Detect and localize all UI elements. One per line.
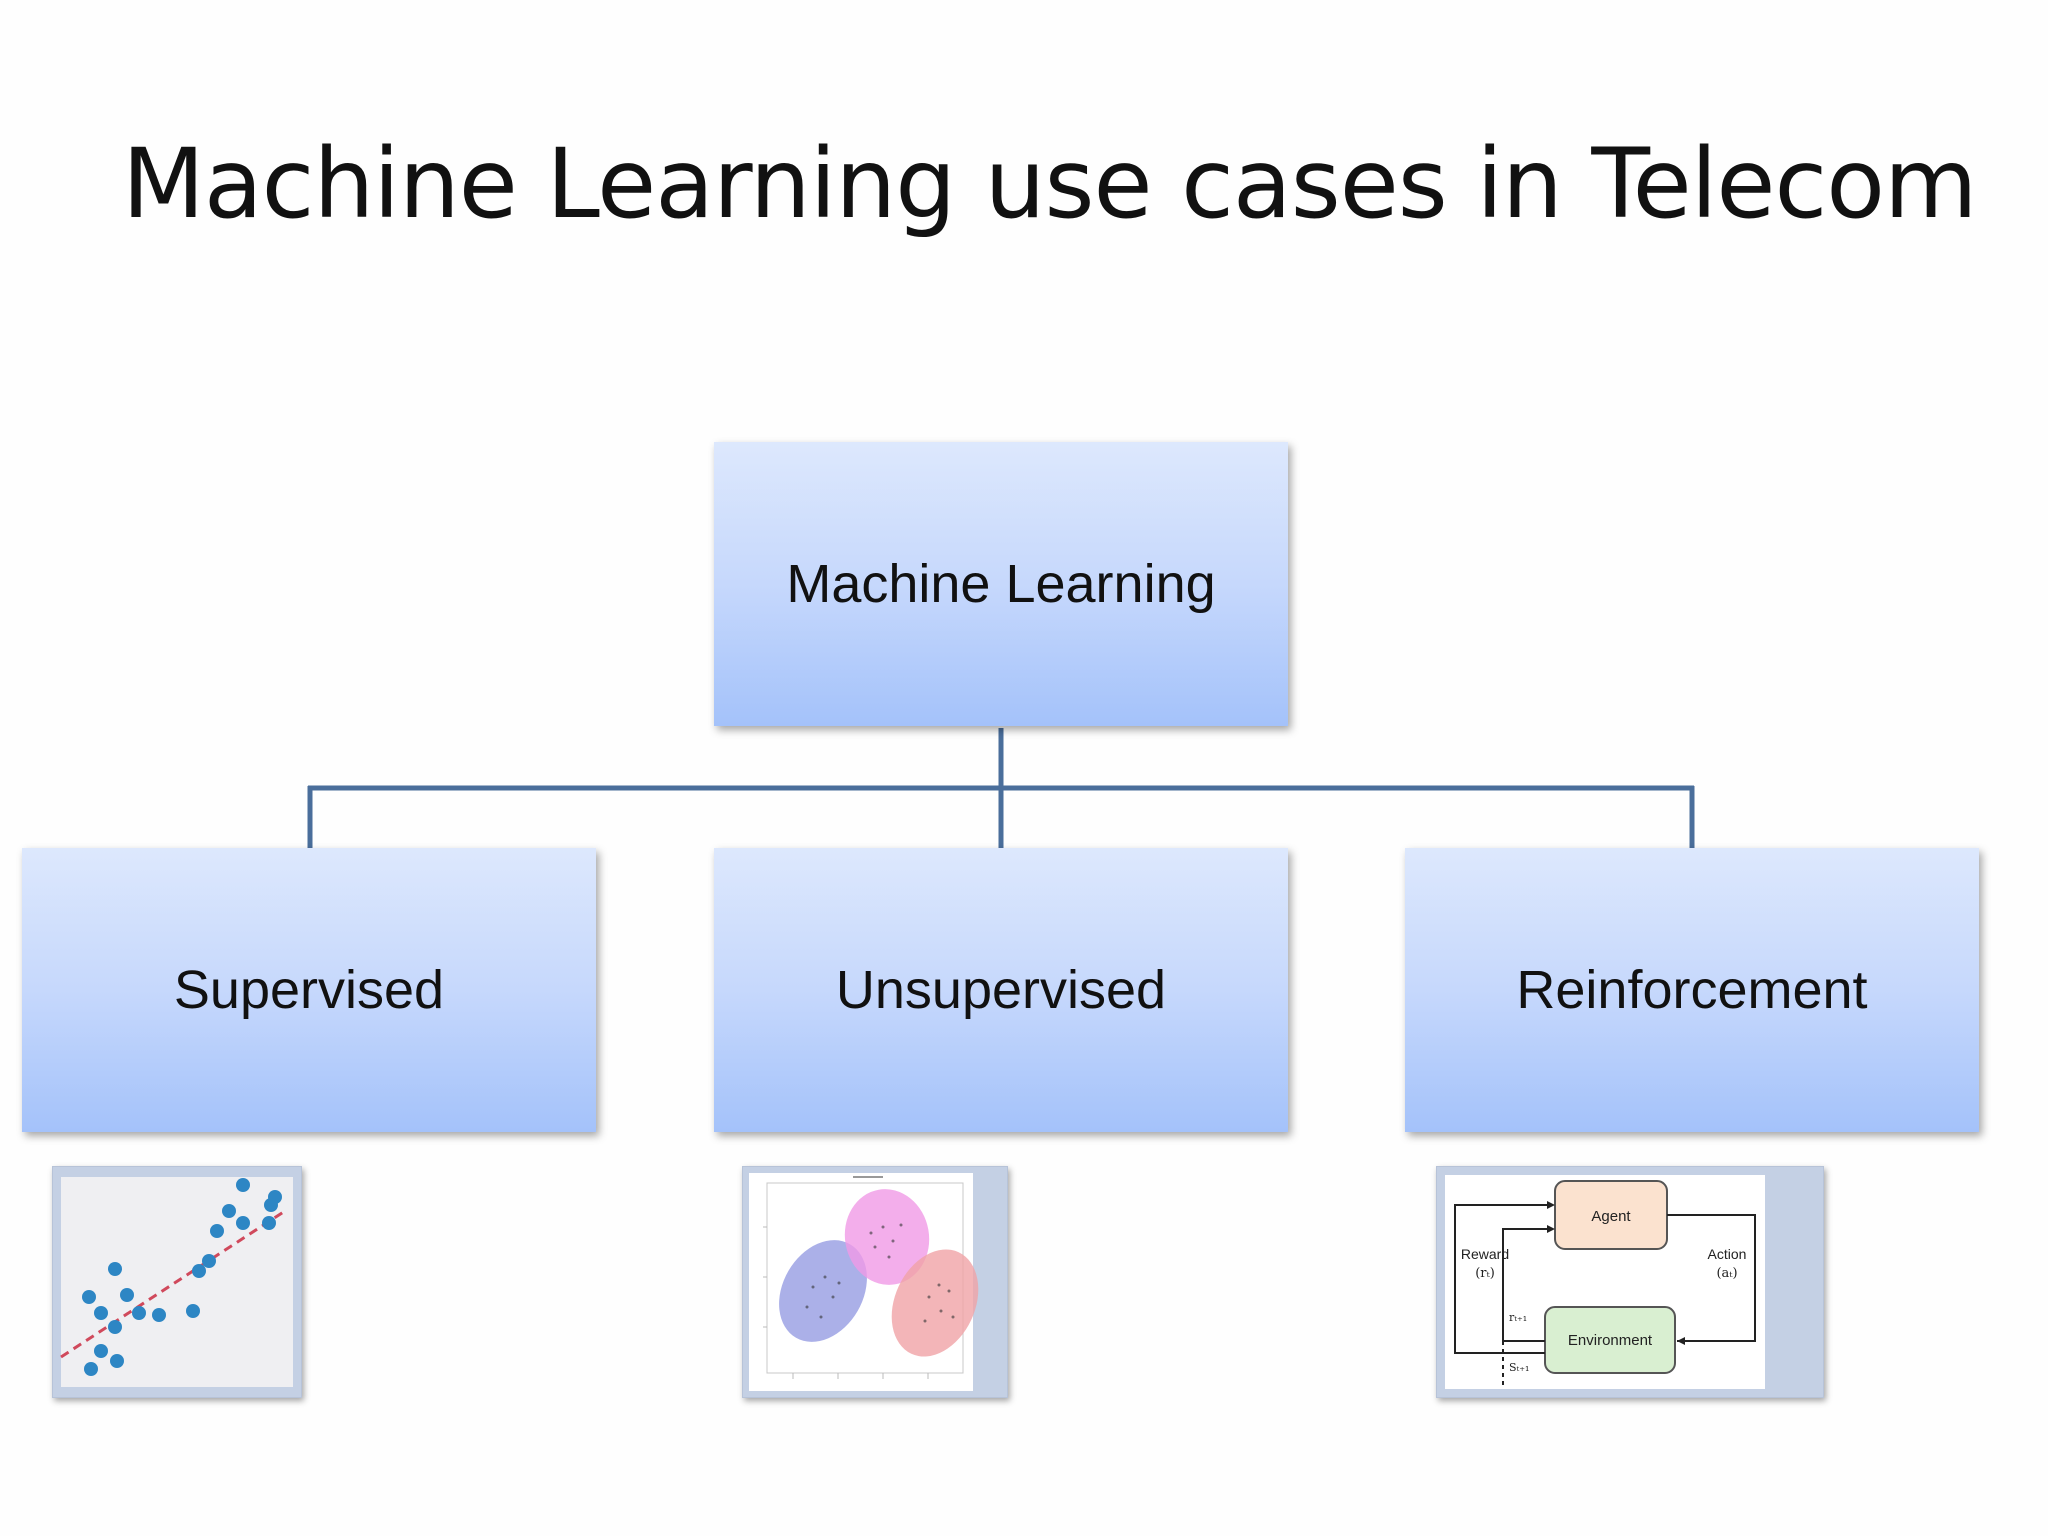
reinforcement-loop-thumbnail: Agent Environment Reward (rₜ) Action (aₜ…	[1436, 1166, 1824, 1398]
node-label: Machine Learning	[786, 554, 1216, 614]
action-label: Action	[1708, 1246, 1747, 1262]
agent-environment-diagram: Agent Environment Reward (rₜ) Action (aₜ…	[1445, 1175, 1765, 1389]
node-label: Supervised	[173, 960, 445, 1020]
reward-label: Reward	[1461, 1246, 1509, 1262]
reward-symbol: (rₜ)	[1475, 1266, 1495, 1281]
unsupervised-cluster-thumbnail	[742, 1166, 1008, 1398]
node-supervised: Supervised	[22, 848, 596, 1132]
agent-label: Agent	[1591, 1208, 1631, 1225]
environment-label: Environment	[1568, 1332, 1653, 1349]
node-unsupervised: Unsupervised	[714, 848, 1288, 1132]
scatter-plot-image	[60, 1177, 293, 1387]
next-state-label: Sₜ₊₁	[1509, 1361, 1529, 1374]
supervised-scatter-thumbnail	[52, 1166, 302, 1398]
node-label: Unsupervised	[835, 960, 1167, 1020]
node-machine-learning: Machine Learning	[714, 442, 1288, 726]
next-reward-label: rₜ₊₁	[1509, 1311, 1527, 1324]
slide-title: Machine Learning use cases in Telecom	[122, 128, 1977, 240]
node-reinforcement: Reinforcement	[1405, 848, 1979, 1132]
node-label: Reinforcement	[1516, 960, 1868, 1020]
action-symbol: (aₜ)	[1716, 1266, 1737, 1281]
cluster-plot-image	[749, 1173, 979, 1391]
